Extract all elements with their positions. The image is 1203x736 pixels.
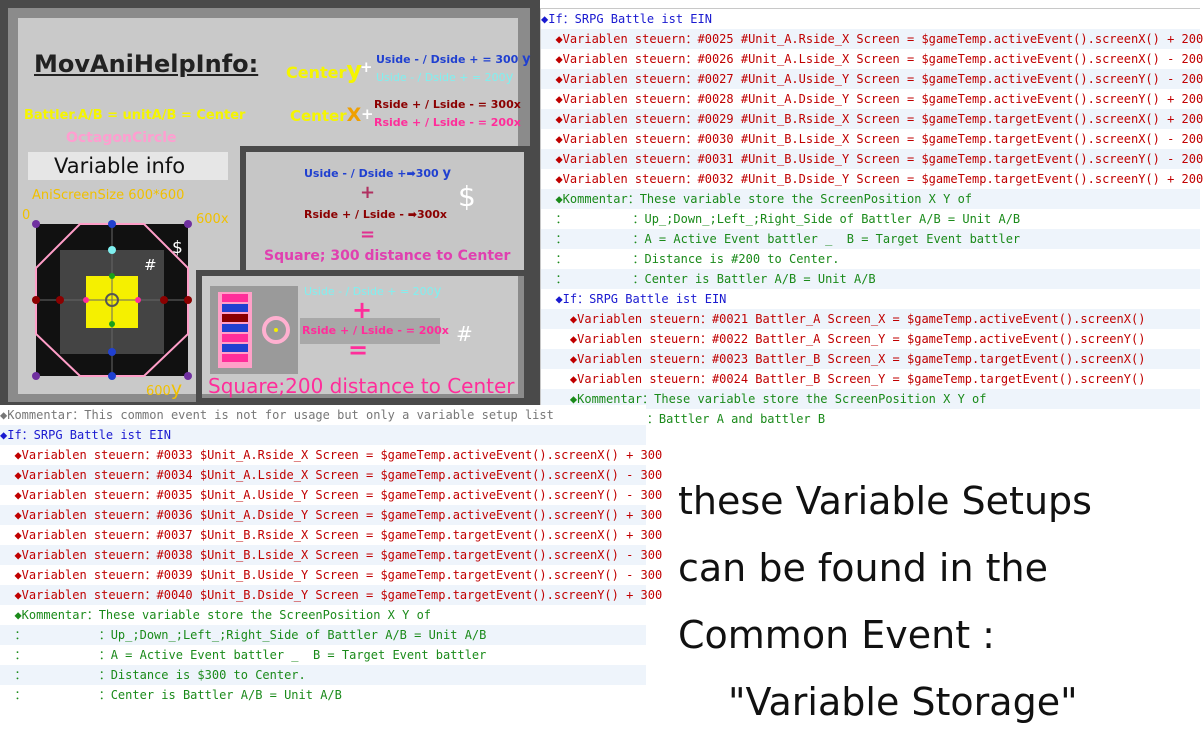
code-line[interactable]: ◆Kommentar：These variable store the Scre…	[0, 608, 432, 622]
panel2-x-formula: Rside + / Lside - = 200x	[302, 324, 449, 337]
code-line[interactable]: ◆Variablen steuern：#0022 Battler_A Scree…	[541, 332, 1146, 346]
code-line[interactable]: ◆Variablen steuern：#0032 #Unit_B.Dside_Y…	[541, 172, 1203, 186]
panel1-x-formula: Rside + / Lside - ➡300x	[304, 208, 448, 221]
code-line[interactable]: ： ：A = Active Event battler _ B = Target…	[0, 648, 487, 662]
info-diagram: MovAniHelpInfo: Centery + Uside - / Dsid…	[0, 0, 540, 410]
axis-600y-num: 600	[146, 384, 171, 399]
center-x-label: CenterX	[290, 104, 361, 126]
code-line[interactable]: ◆Variablen steuern：#0034 $Unit_A.Lside_X…	[0, 465, 662, 485]
note-line-2: can be found in the	[678, 546, 1048, 590]
panel-200	[196, 270, 530, 404]
axis-600y: 600y	[146, 378, 182, 400]
code-line[interactable]: ◆Variablen steuern：#0025 #Unit_A.Rside_X…	[541, 29, 1203, 49]
code-line[interactable]: ： ：Distance is #200 to Center.	[541, 252, 840, 266]
code-line[interactable]: ◆Variablen steuern：#0037 $Unit_B.Rside_X…	[0, 528, 663, 542]
panel2-x-bg	[300, 318, 440, 344]
code-line[interactable]: ◆Kommentar：This common event is not for …	[0, 408, 554, 422]
panel2-equals: =	[348, 336, 369, 364]
variable-info-box	[28, 152, 228, 180]
axis-600y-letter: y	[170, 378, 183, 400]
code-line[interactable]: ◆Variablen steuern：#0030 #Unit_B.Lside_X…	[541, 132, 1203, 146]
y300-formula: Uside - / Dside + = 300 y	[376, 52, 531, 67]
panel1-equals: =	[360, 224, 376, 245]
diagram-dollar: $	[172, 238, 183, 258]
y300-text: Uside - / Dside + = 300	[376, 53, 519, 66]
code-line[interactable]: ： ：Up_;Down_;Left_;Right_Side of Battler…	[541, 212, 1021, 226]
panel1-y-text: Uside - / Dside +	[304, 167, 407, 180]
panel1-x-text: Rside + / Lside -	[304, 208, 404, 221]
panel2-square-text: Square;200 distance to Center	[208, 374, 515, 398]
note-line-4: "Variable Storage"	[728, 680, 1078, 724]
code-line[interactable]: ◆If：SRPG Battle ist EIN	[0, 425, 646, 445]
ani-screen-size: AniScreenSize 600*600	[32, 188, 185, 203]
panel-300	[240, 146, 530, 276]
diagram-title: MovAniHelpInfo:	[34, 50, 259, 78]
code-line[interactable]: ： ：Up_;Down_;Left_;Right_Side of Battler…	[0, 625, 646, 645]
x300-formula: Rside + / Lside - = 300x	[374, 98, 521, 111]
code-line[interactable]: ◆If：SRPG Battle ist EIN	[541, 12, 712, 26]
panel1-plus: +	[360, 182, 376, 203]
panel2-y-formula: Uside - / Dside + = 200y	[304, 284, 441, 299]
code-line[interactable]: ◆Variablen steuern：#0040 $Unit_B.Dside_Y…	[0, 585, 662, 605]
center-y-letter: y	[346, 56, 363, 84]
panel1-y-sub: y	[442, 166, 452, 181]
panel2-hash: #	[456, 322, 473, 346]
note-line-3: Common Event :	[678, 613, 995, 657]
y200-text: Uside - / Dside + = 200	[376, 71, 506, 84]
panel1-y-formula: Uside - / Dside +➡300 y	[304, 166, 452, 181]
code-line[interactable]: ◆Kommentar：These variable store the Scre…	[541, 389, 1200, 409]
center-x-word: Center	[290, 107, 347, 125]
code-line[interactable]: ： ：Center is Battler A/B = Unit A/B	[541, 269, 1200, 289]
event-code-listing-bottom[interactable]: ◆Kommentar：This common event is not for …	[0, 405, 663, 719]
center-x-letter: X	[346, 104, 362, 126]
center-y-plus: +	[360, 58, 373, 76]
event-code-listing-top[interactable]: ◆If：SRPG Battle ist EIN ◆Variablen steue…	[540, 8, 1203, 428]
code-line[interactable]: ◆Variablen steuern：#0023 Battler_B Scree…	[541, 349, 1200, 369]
code-line[interactable]: ◆Variablen steuern：#0031 #Unit_B.Uside_Y…	[541, 149, 1203, 169]
octagon-graphic	[32, 220, 298, 380]
y200-formula: Uside - / Dside + = 200y	[376, 70, 513, 85]
center-y-word: Center	[286, 63, 347, 82]
code-line[interactable]: ： ：Battler A and battler B	[541, 412, 826, 426]
code-line[interactable]: ◆Variablen steuern：#0033 $Unit_A.Rside_X…	[0, 448, 663, 462]
octagon-circle	[35, 223, 189, 377]
variable-storage-note: these Variable Setups can be found in th…	[678, 468, 1198, 736]
code-line[interactable]: ◆Variablen steuern：#0039 $Unit_B.Uside_Y…	[0, 568, 663, 582]
code-line[interactable]: ◆Variablen steuern：#0021 Battler_A Scree…	[541, 309, 1200, 329]
origin-zero: 0	[22, 208, 31, 223]
center-y-label: Centery	[286, 56, 362, 84]
center-x-plus: +	[361, 105, 374, 123]
panel2-y-sub: y	[433, 284, 442, 299]
code-line[interactable]: ◆If：SRPG Battle ist EIN	[541, 292, 727, 306]
code-line[interactable]: ◆Variablen steuern：#0024 Battler_B Scree…	[541, 372, 1146, 386]
diagram-hash: #	[144, 256, 157, 274]
code-line[interactable]: ： ：Distance is $300 to Center.	[0, 665, 646, 685]
code-line[interactable]: ◆Variablen steuern：#0028 #Unit_A.Dside_Y…	[541, 92, 1203, 106]
panel1-y-val: 300	[415, 167, 439, 180]
battler-equation: Battler.A/B = unitA/B = Center	[24, 108, 246, 123]
panel1-x-val: 300x	[416, 208, 448, 221]
y300-sub: y	[522, 52, 531, 67]
panel2-y-text: Uside - / Dside + = 200	[304, 285, 434, 298]
code-line[interactable]: ◆Variablen steuern：#0036 $Unit_A.Dside_Y…	[0, 505, 662, 525]
octagon-label: OctagonCircle	[66, 130, 177, 146]
panel1-square-text: Square; 300 distance to Center	[264, 248, 511, 264]
code-line[interactable]: ◆Kommentar：These variable store the Scre…	[541, 189, 1200, 209]
axis-600x: 600x	[196, 212, 229, 227]
code-line[interactable]: ： ：A = Active Event battler _ B = Target…	[541, 229, 1200, 249]
panel1-dollar: $	[458, 180, 476, 213]
code-line[interactable]: ◆Variablen steuern：#0029 #Unit_B.Rside_X…	[541, 109, 1203, 129]
variable-info-label: Variable info	[54, 154, 186, 178]
code-line[interactable]: ◆Variablen steuern：#0027 #Unit_A.Uside_Y…	[541, 69, 1203, 89]
note-line-1: these Variable Setups	[678, 479, 1092, 523]
code-line[interactable]: ◆Variablen steuern：#0026 #Unit_A.Lside_X…	[541, 52, 1203, 66]
center-marker	[105, 293, 119, 307]
code-line[interactable]: ◆Variablen steuern：#0038 $Unit_B.Lside_X…	[0, 545, 662, 565]
code-line[interactable]: ◆Variablen steuern：#0035 $Unit_A.Uside_Y…	[0, 488, 663, 502]
y200-sub: y	[505, 70, 514, 85]
x200-formula: Rside + / Lside - = 200x	[374, 116, 521, 129]
code-line[interactable]: ： ：Center is Battler A/B = Unit A/B	[0, 688, 342, 702]
panel2-plus: +	[352, 296, 373, 324]
